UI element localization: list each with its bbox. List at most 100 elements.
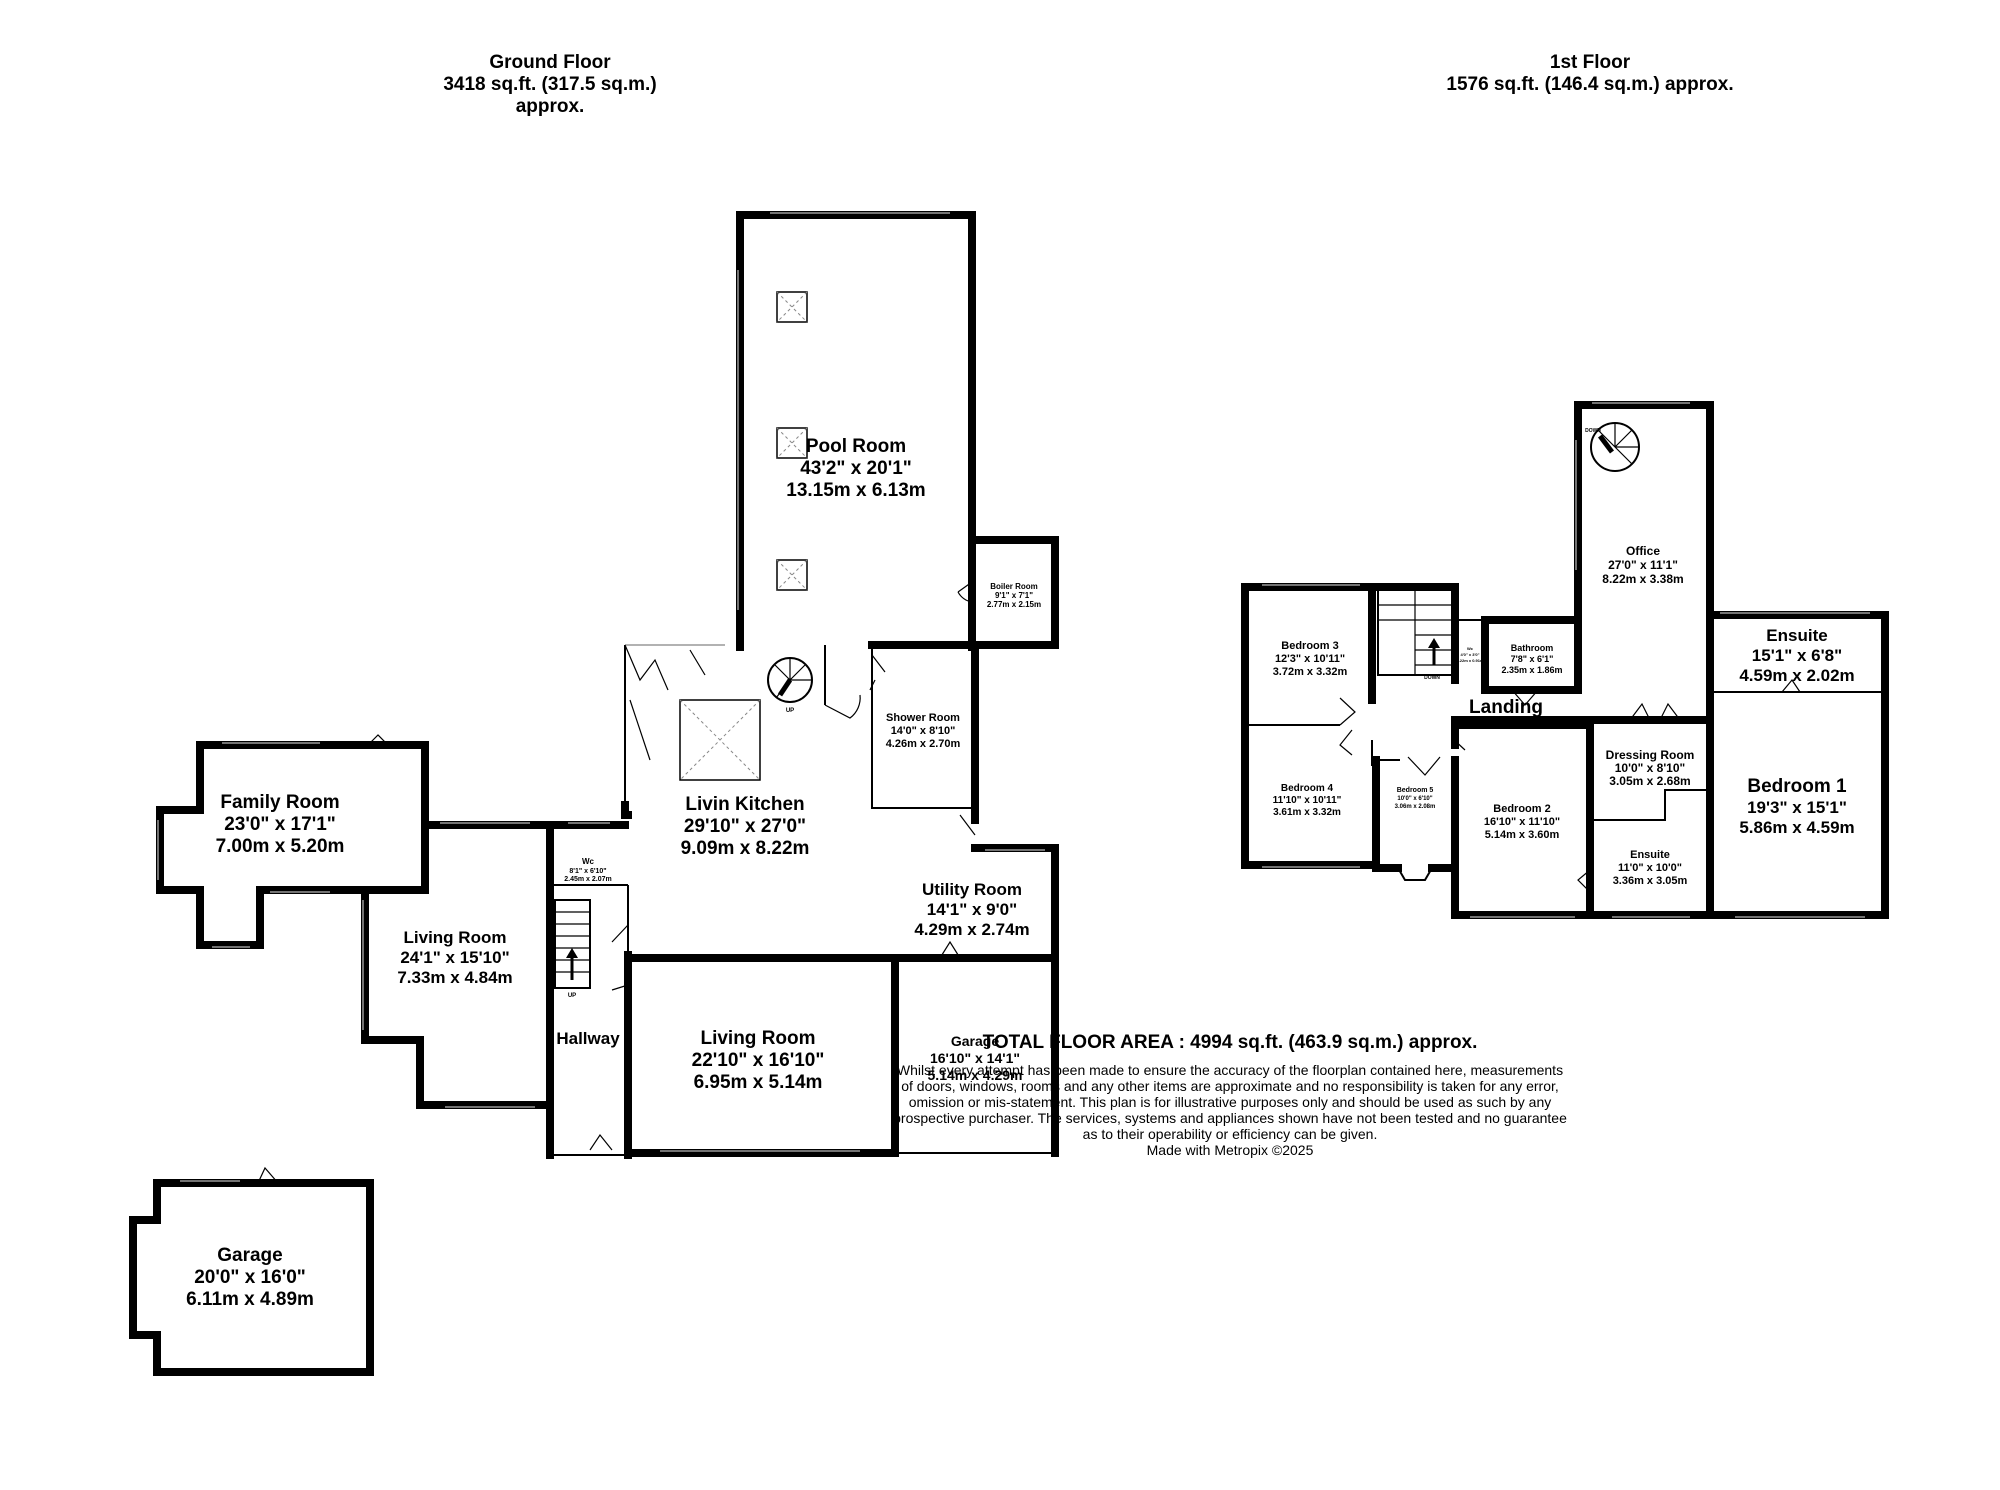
ground-floor-labels: Pool Room 43'2" x 20'1" 13.15m x 6.13m B… bbox=[186, 436, 1041, 1310]
dim-bedroom-2-imperial: 16'10" x 11'10" bbox=[1484, 816, 1560, 828]
dim-ensuite-2-metric: 3.36m x 3.05m bbox=[1613, 875, 1688, 887]
label-wc-upper: Wc bbox=[1467, 646, 1474, 651]
dim-kitchen-imperial: 29'10" x 27'0" bbox=[684, 816, 806, 837]
dim-bedroom-1-imperial: 19'3" x 15'1" bbox=[1747, 798, 1847, 817]
spiral-down-label: DOWN bbox=[1585, 428, 1601, 434]
dim-wc-metric: 2.45m x 2.07m bbox=[564, 876, 611, 883]
dim-family-imperial: 23'0" x 17'1" bbox=[224, 814, 336, 835]
disclaimer-line: omission or mis-statement. This plan is … bbox=[908, 1094, 1552, 1110]
stairs-down-label: DOWN bbox=[1424, 675, 1440, 681]
garage-detached-walls bbox=[129, 1166, 374, 1376]
dim-bedroom-4-metric: 3.61m x 3.32m bbox=[1273, 807, 1341, 818]
dim-pool-room-metric: 13.15m x 6.13m bbox=[786, 480, 925, 501]
dim-office-metric: 8.22m x 3.38m bbox=[1602, 572, 1683, 586]
dim-dressing-imperial: 10'0" x 8'10" bbox=[1615, 761, 1685, 775]
dim-shower-imperial: 14'0" x 8'10" bbox=[891, 725, 956, 737]
dim-ensuite-1-imperial: 15'1" x 6'8" bbox=[1752, 646, 1842, 665]
credit: Made with Metropix ©2025 bbox=[1146, 1142, 1314, 1158]
label-living-room-right: Living Room bbox=[700, 1028, 815, 1049]
dim-bedroom-3-metric: 3.72m x 3.32m bbox=[1273, 666, 1348, 678]
first-floor-labels: Office 27'0" x 11'1" 8.22m x 3.38m DOWN … bbox=[1273, 428, 1855, 887]
stairs-up-label: UP bbox=[568, 993, 576, 999]
upper-stairs bbox=[1372, 583, 1459, 684]
first-floor-heading: 1st Floor 1576 sq.ft. (146.4 sq.m.) appr… bbox=[1440, 52, 1740, 96]
dim-living-left-imperial: 24'1" x 15'10" bbox=[400, 948, 509, 967]
dim-bedroom-5-metric: 3.06m x 2.08m bbox=[1395, 804, 1436, 810]
label-boiler-room: Boiler Room bbox=[990, 582, 1038, 591]
total-floor-area: TOTAL FLOOR AREA : 4994 sq.ft. (463.9 sq… bbox=[982, 1032, 1478, 1053]
label-pool-room: Pool Room bbox=[806, 436, 906, 457]
label-utility-room: Utility Room bbox=[922, 880, 1022, 899]
label-bedroom-1: Bedroom 1 bbox=[1747, 776, 1847, 797]
label-family-room: Family Room bbox=[220, 792, 339, 813]
dim-family-metric: 7.00m x 5.20m bbox=[216, 836, 345, 857]
first-floor-area: 1576 sq.ft. (146.4 sq.m.) approx. bbox=[1446, 74, 1734, 95]
dim-living-right-metric: 6.95m x 5.14m bbox=[694, 1072, 823, 1093]
dim-pool-room-imperial: 43'2" x 20'1" bbox=[800, 458, 912, 479]
first-floor-title: 1st Floor bbox=[1549, 52, 1631, 73]
label-garage-detached: Garage bbox=[217, 1245, 282, 1266]
kitchen-walls bbox=[621, 644, 1059, 1159]
dim-utility-metric: 4.29m x 2.74m bbox=[914, 920, 1029, 939]
label-office: Office bbox=[1626, 544, 1660, 558]
dim-bedroom-3-imperial: 12'3" x 10'11" bbox=[1275, 653, 1345, 665]
disclaimer-line: prospective purchaser. The services, sys… bbox=[893, 1110, 1567, 1126]
label-garage-attached: Garage bbox=[951, 1033, 999, 1049]
ground-floor-title: Ground Floor bbox=[489, 52, 611, 73]
label-living-room-left: Living Room bbox=[404, 928, 507, 947]
spiral-up-label: UP bbox=[786, 708, 794, 714]
family-room-walls bbox=[156, 734, 429, 949]
ground-floor-heading: Ground Floor 3418 sq.ft. (317.5 sq.m.) a… bbox=[430, 52, 670, 118]
dim-bedroom-4-imperial: 11'10" x 10'11" bbox=[1273, 795, 1342, 806]
bedroom-5-walls bbox=[1372, 756, 1459, 881]
dim-kitchen-metric: 9.09m x 8.22m bbox=[681, 838, 810, 859]
dim-bedroom-5-imperial: 10'0" x 6'10" bbox=[1397, 796, 1432, 802]
bedroom-1-ensuite-walls bbox=[1706, 611, 1889, 919]
dim-bedroom-2-metric: 5.14m x 3.60m bbox=[1485, 829, 1560, 841]
disclaimer-line: Whilst every attempt has been made to en… bbox=[896, 1062, 1564, 1078]
dim-bathroom-imperial: 7'8" x 6'1" bbox=[1511, 654, 1554, 664]
label-dressing-room: Dressing Room bbox=[1606, 748, 1695, 762]
dim-ensuite-2-imperial: 11'0" x 10'0" bbox=[1618, 862, 1682, 874]
disclaimer-line: of doors, windows, rooms and any other i… bbox=[901, 1078, 1559, 1094]
dim-shower-metric: 4.26m x 2.70m bbox=[886, 738, 961, 750]
dim-garage-detached-metric: 6.11m x 4.89m bbox=[186, 1289, 314, 1310]
dim-garage-attached-metric: 5.14m x 4.29m bbox=[928, 1067, 1023, 1083]
boiler-room-walls bbox=[968, 536, 1059, 649]
label-shower-room: Shower Room bbox=[886, 712, 960, 724]
dim-office-imperial: 27'0" x 11'1" bbox=[1608, 558, 1678, 572]
ground-floor-plan bbox=[129, 211, 1059, 1376]
dim-wc-imperial: 8'1" x 6'10" bbox=[569, 868, 606, 875]
dim-boiler-metric: 2.77m x 2.15m bbox=[987, 600, 1041, 609]
dim-garage-attached-imperial: 16'10" x 14'1" bbox=[930, 1050, 1020, 1066]
label-bedroom-4: Bedroom 4 bbox=[1281, 783, 1334, 794]
dim-boiler-imperial: 9'1" x 7'1" bbox=[995, 591, 1033, 600]
label-bedroom-5: Bedroom 5 bbox=[1397, 787, 1434, 794]
bedroom-3-4-walls bbox=[1241, 583, 1380, 869]
first-floor-plan bbox=[1241, 401, 1889, 919]
door-utility bbox=[939, 940, 961, 959]
label-bathroom: Bathroom bbox=[1511, 643, 1554, 653]
dim-dressing-metric: 3.05m x 2.68m bbox=[1609, 774, 1690, 788]
label-ensuite-2: Ensuite bbox=[1630, 849, 1670, 861]
bathroom-walls bbox=[1481, 616, 1582, 694]
pool-room-walls bbox=[736, 211, 976, 651]
label-ensuite-1: Ensuite bbox=[1766, 626, 1827, 645]
disclaimer: Whilst every attempt has been made to en… bbox=[860, 1062, 1600, 1158]
dim-wc-upper-metric: 1.22m x 0.91m bbox=[1456, 658, 1484, 663]
door-boiler bbox=[957, 581, 973, 603]
dim-bedroom-1-metric: 5.86m x 4.59m bbox=[1739, 818, 1854, 837]
dim-bathroom-metric: 2.35m x 1.86m bbox=[1501, 665, 1562, 675]
label-landing: Landing bbox=[1469, 697, 1543, 718]
dim-utility-imperial: 14'1" x 9'0" bbox=[927, 900, 1017, 919]
dim-living-right-imperial: 22'10" x 16'10" bbox=[692, 1050, 825, 1071]
dressing-ensuite-walls bbox=[1577, 702, 1714, 919]
ground-floor-area: 3418 sq.ft. (317.5 sq.m.) approx. bbox=[443, 74, 657, 117]
label-kitchen: Livin Kitchen bbox=[685, 794, 804, 815]
disclaimer-line: as to their operability or efficiency ca… bbox=[1082, 1126, 1378, 1142]
label-bedroom-3: Bedroom 3 bbox=[1281, 640, 1338, 652]
dim-living-left-metric: 7.33m x 4.84m bbox=[397, 968, 512, 987]
label-hallway: Hallway bbox=[556, 1029, 620, 1048]
label-bedroom-2: Bedroom 2 bbox=[1493, 803, 1550, 815]
